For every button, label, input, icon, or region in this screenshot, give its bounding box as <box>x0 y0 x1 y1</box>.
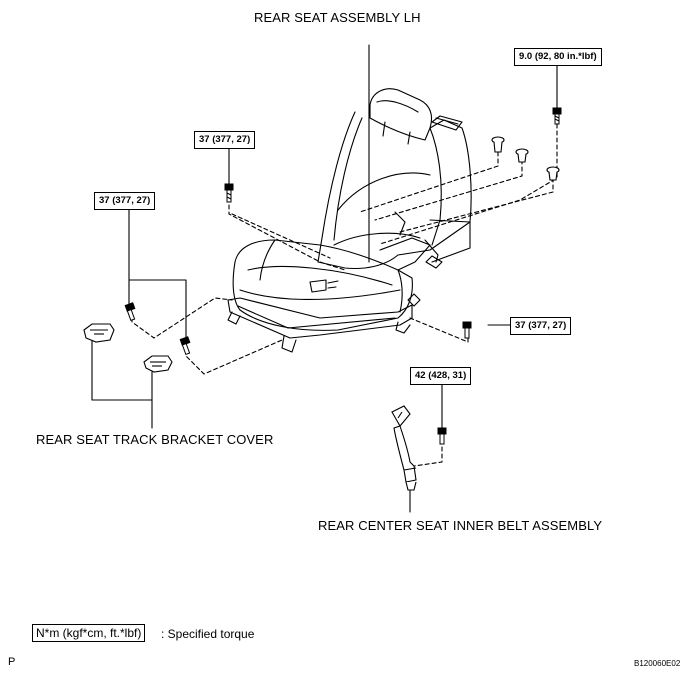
legend-unit-box: N*m (kgf*cm, ft.*lbf) <box>32 624 146 642</box>
dashed-guides <box>131 123 558 467</box>
legend-description: : Specified torque <box>161 627 255 641</box>
torque-label-top-right: 9.0 (92, 80 in.*lbf) <box>514 48 602 66</box>
clip-group <box>491 136 560 181</box>
page-letter: P <box>8 656 16 668</box>
torque-label-belt: 42 (428, 31) <box>410 367 472 385</box>
torque-label-upper-left: 37 (377, 27) <box>194 131 256 149</box>
torque-left-leader <box>128 205 187 339</box>
figure-code: B120060E02 <box>634 659 681 668</box>
bolt-group <box>124 107 562 445</box>
center-belt-label: REAR CENTER SEAT INNER BELT ASSEMBLY <box>318 518 603 533</box>
seat-illustration <box>227 88 472 353</box>
bracket-cover-leader <box>91 339 153 429</box>
rear-seat-assembly-label: REAR SEAT ASSEMBLY LH <box>254 10 421 25</box>
bracket-cover-group <box>83 323 173 373</box>
torque-label-right: 37 (377, 27) <box>510 317 572 335</box>
torque-label-left: 37 (377, 27) <box>94 192 156 210</box>
center-belt-group <box>391 405 417 491</box>
bracket-cover-label: REAR SEAT TRACK BRACKET COVER <box>36 432 274 447</box>
